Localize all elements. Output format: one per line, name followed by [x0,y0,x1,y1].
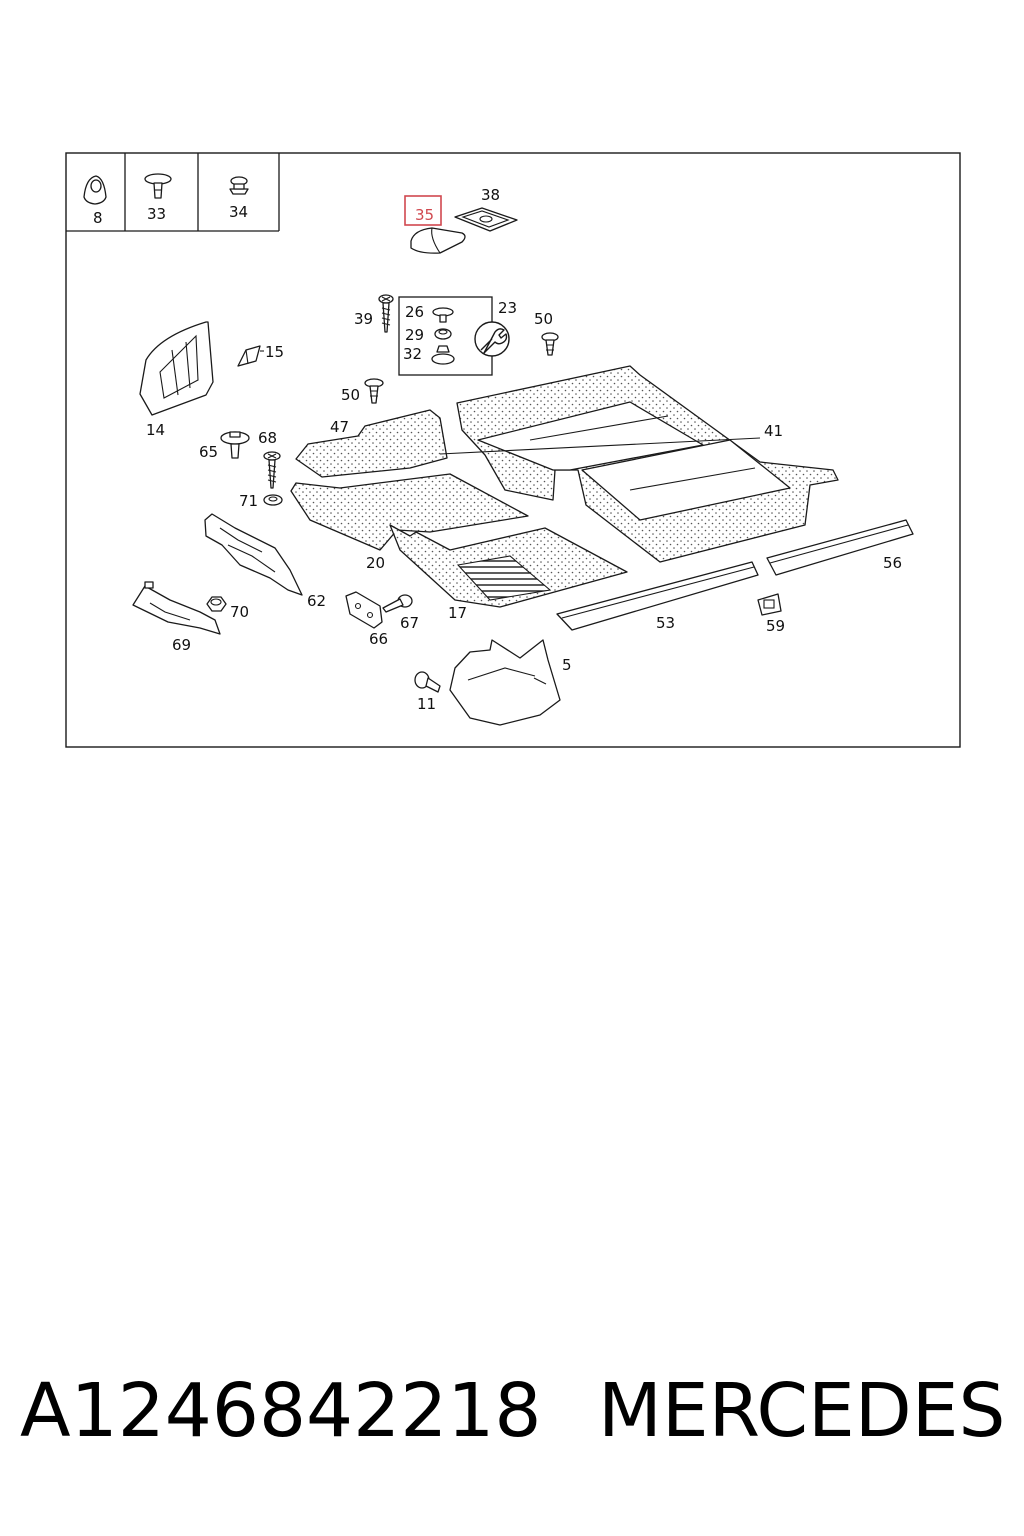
part-71-washer [263,494,283,506]
callout-34: 34 [229,203,248,221]
part-56-sill-strip [766,519,914,576]
callout-50-lower: 50 [341,386,360,404]
part-17-driver-mat [389,524,628,608]
callout-59: 59 [766,617,785,635]
part-11-screw [414,671,441,693]
part-33-clip [144,173,172,199]
brand-name: MERCEDES [598,1368,1006,1454]
part-47-floor-mat [295,409,448,478]
callout-70: 70 [230,603,249,621]
callout-68: 68 [258,429,277,447]
callout-41: 41 [764,422,783,440]
parts-diagram: 8 33 34 35 38 39 26 29 32 23 50 50 15 14… [65,152,961,748]
callout-47: 47 [330,418,349,436]
callout-17: 17 [448,604,467,622]
part-29-grommet [434,328,452,340]
part-38-plate [454,207,518,232]
part-number: A1246842218 [20,1368,542,1454]
callout-56: 56 [883,554,902,572]
part-39-screw [378,294,394,333]
callout-39: 39 [354,310,373,328]
callout-71: 71 [239,492,258,510]
caption-bar: A1246842218 MERCEDES [0,1368,1024,1478]
callout-50-upper: 50 [534,310,553,328]
callout-32: 32 [403,345,422,363]
callout-15: 15 [265,343,284,361]
callout-53: 53 [656,614,675,632]
part-65-screw [220,431,250,459]
highlight-box-35 [404,195,442,226]
callout-5: 5 [562,656,572,674]
part-8-grommet [83,175,107,205]
callout-14: 14 [146,421,165,439]
part-32-clip [431,345,455,365]
part-53-sill-strip [556,561,759,631]
part-67-screw [382,594,413,613]
callout-38: 38 [481,186,500,204]
part-34-clip [229,176,249,195]
part-5-trim [449,639,561,726]
callout-26: 26 [405,303,424,321]
part-26-clip [432,307,454,323]
wrench-icon [474,321,510,357]
inset-fastener-boxes [66,153,280,232]
part-69-bracket [132,581,221,635]
callout-labels: 8 33 34 35 38 39 26 29 32 23 50 50 15 14… [93,186,902,713]
callout-29: 29 [405,326,424,344]
part-14-side-trim [139,321,214,416]
part-50-clip-lower [364,378,384,404]
part-41-rear-carpet [456,365,839,563]
part-66-plate [345,591,383,629]
callout-66: 66 [369,630,388,648]
callout-11: 11 [417,695,436,713]
part-20-front-mat [290,473,529,551]
callout-69: 69 [172,636,191,654]
diagram-frame [65,152,961,748]
callout-8: 8 [93,209,103,227]
part-15-bracket [237,345,261,367]
part-50-clip-upper [541,332,559,356]
part-68-screw [263,451,281,489]
callout-67: 67 [400,614,419,632]
part-35-pad [410,227,466,254]
callout-62: 62 [307,592,326,610]
part-59-clip [757,593,782,616]
callout-65: 65 [199,443,218,461]
callout-20: 20 [366,554,385,572]
callout-35: 35 [415,206,434,224]
leader-lines [260,350,761,455]
part-70-nut [206,596,227,612]
callout-33: 33 [147,205,166,223]
part-62-trim-panel [204,513,303,596]
callout-23: 23 [498,299,517,317]
